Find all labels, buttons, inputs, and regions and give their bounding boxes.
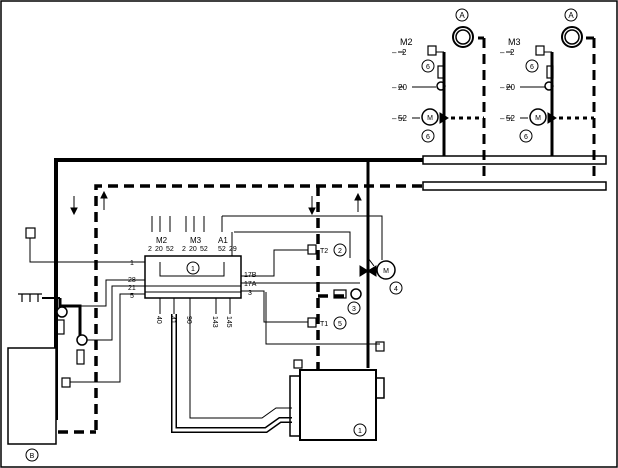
ctrl-m3-term-2: 52 (200, 246, 208, 253)
ctrl-left-term-0: 1 (130, 260, 134, 267)
ctrl-group-m2: M2 (156, 236, 168, 245)
m3-dash-2: – (500, 48, 505, 57)
m2-dash-52: – (392, 114, 397, 123)
ctrl-left-term-3: 5 (130, 293, 134, 300)
m3-label-20: 20 (506, 83, 515, 92)
boiler-num: 1 (358, 428, 362, 435)
mixer-motor-symbol: M (383, 268, 389, 275)
ctrl-bottom-term-4: 145 (225, 316, 232, 328)
ctrl-m2-term-2: 52 (166, 246, 174, 253)
ctrl-group-m3: M3 (190, 236, 202, 245)
valve-num: 3 (352, 306, 356, 313)
mixing-valve (359, 257, 403, 295)
sensor-t1 (307, 316, 347, 330)
m2-label-2: 2 (402, 48, 407, 57)
sensor-t1-num: 5 (338, 321, 342, 328)
m3-dash-20: – (500, 83, 505, 92)
circuit-m3 (506, 8, 596, 182)
left-equipment (7, 227, 88, 462)
ctrl-left-term-2: 21 (128, 285, 136, 292)
ctrl-m2-term-0: 2 (148, 246, 152, 253)
m2-dash-20: – (392, 83, 397, 92)
ctrl-a1-term-0: 52 (218, 246, 226, 253)
m3-dash-52: – (500, 114, 505, 123)
m3-label-52: 52 (506, 114, 515, 123)
ctrl-right-term-0: 17B (244, 272, 257, 279)
supply-pipes (54, 155, 607, 420)
check-valve (333, 288, 362, 315)
m3-label-2: 2 (510, 48, 515, 57)
sensor-t1-name: T1 (320, 321, 328, 328)
m2-motor-num: 6 (426, 134, 430, 141)
controller-box (29, 215, 383, 433)
mixer-num: 4 (394, 286, 398, 293)
ctrl-bottom-term-1: 41 (169, 316, 176, 324)
m2-label-52: 52 (398, 114, 407, 123)
m2-sensor-num: 6 (426, 64, 430, 71)
ctrl-right-term-1: 17A (244, 281, 257, 288)
sensor-t2 (307, 243, 347, 257)
circuit-letter-m2: A (459, 11, 465, 20)
flow-arrows (70, 190, 362, 216)
ctrl-m3-term-0: 2 (182, 246, 186, 253)
m2-dash-2: – (392, 48, 397, 57)
ctrl-m2-term-1: 20 (155, 246, 163, 253)
ctrl-bottom-term-3: 143 (211, 316, 218, 328)
circuit-m3-name: M3 (508, 37, 521, 47)
ctrl-bottom-term-2: 90 (185, 316, 192, 324)
ctrl-group-a1: A1 (218, 236, 228, 245)
m3-motor-symbol: M (535, 115, 541, 122)
ctrl-m3-term-1: 20 (189, 246, 197, 253)
m3-sensor-num: 6 (530, 64, 534, 71)
sensor-t2-num: 2 (338, 248, 342, 255)
return-pipes (58, 184, 423, 434)
m2-label-20: 20 (398, 83, 407, 92)
ctrl-left-term-1: 28 (128, 277, 136, 284)
circuit-m2 (398, 8, 486, 182)
ctrl-a1-term-1: 29 (229, 246, 237, 253)
boiler (289, 341, 385, 441)
sensor-t2-name: T2 (320, 248, 328, 255)
controller-num: 1 (191, 266, 195, 273)
circuit-m2-name: M2 (400, 37, 413, 47)
circuit-letter-m3: A (568, 11, 574, 20)
m2-motor-symbol: M (427, 115, 433, 122)
tank-letter: B (30, 453, 35, 460)
ctrl-right-term-2: 3 (248, 290, 252, 297)
ctrl-bottom-term-0: 40 (155, 316, 162, 324)
m3-motor-num: 6 (524, 134, 528, 141)
